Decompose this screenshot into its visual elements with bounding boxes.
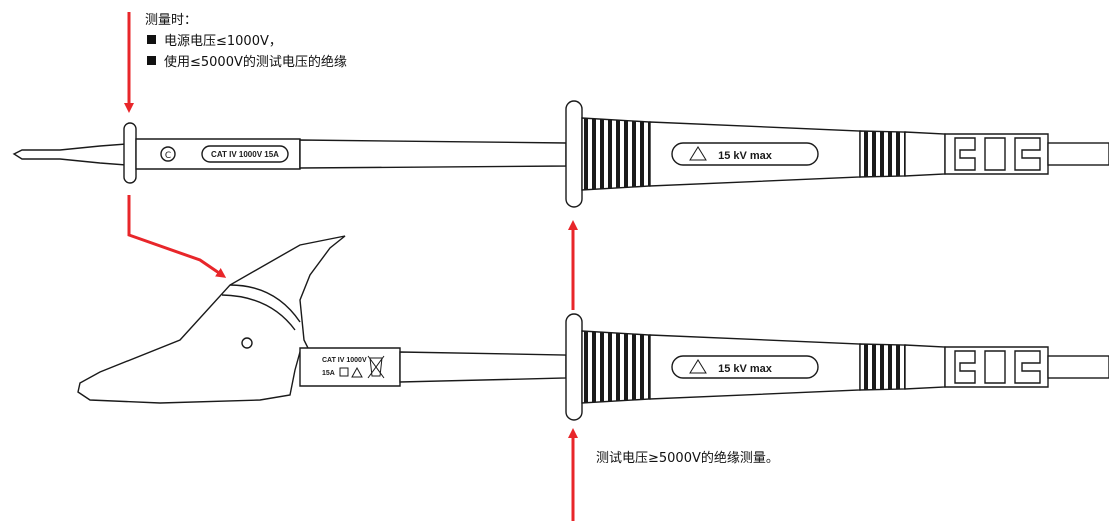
tip-output-cable	[1047, 142, 1109, 166]
clip-handle-grip	[581, 330, 651, 404]
double-insulation-icon	[339, 367, 349, 377]
brand-logo-icon	[160, 146, 176, 162]
tip-handle-tail	[904, 131, 946, 177]
clip-output-cable	[1047, 355, 1109, 379]
tip-probe-cable	[299, 139, 567, 169]
tip-handle-grip	[581, 117, 651, 191]
clip-probe-cable	[399, 351, 567, 383]
top-note-heading: 测量时：	[145, 13, 198, 28]
clip-hv-warning-icon	[689, 359, 707, 374]
clip-kv-label: 15 kV max	[718, 363, 773, 375]
tip-handle-rear-grip	[859, 130, 906, 178]
tip-handle-guard	[565, 100, 583, 208]
tip-finger-guard	[123, 122, 137, 184]
bullet-icon	[147, 56, 156, 65]
top-note: 测量时： 电源电压≤1000V， 使用≤5000V的测试电压的绝缘	[145, 10, 347, 73]
tip-rating-badge	[201, 145, 289, 163]
bottom-note: 测试电压≥5000V的绝缘测量。	[596, 451, 779, 466]
bullet-icon	[147, 35, 156, 44]
clip-handle-guard	[565, 313, 583, 421]
weee-icon	[367, 355, 385, 379]
tip-rating-label: CAT IV 1000V 15A	[211, 150, 279, 159]
clip-kv-badge	[671, 355, 819, 379]
probe-tip	[12, 143, 127, 166]
clip-pivot-hole	[241, 337, 253, 349]
clip-handle-tail	[904, 344, 946, 390]
tip-hv-warning-icon	[689, 146, 707, 161]
top-note-item: 电源电压≤1000V，	[145, 31, 347, 52]
tip-kv-badge	[671, 142, 819, 166]
clip-rating-line1: CAT IV 1000V	[322, 357, 367, 364]
top-note-item: 使用≤5000V的测试电压的绝缘	[145, 52, 347, 73]
tip-kv-label: 15 kV max	[718, 150, 773, 162]
svg-text:C: C	[165, 151, 171, 161]
clip-handle-rear-grip	[859, 343, 906, 391]
clip-probe-body	[299, 347, 401, 387]
clip-rating-line2: 15A	[322, 370, 335, 377]
clip-probe: CAT IV 1000V 15A 15 kV max	[77, 235, 1109, 421]
tip-probe: C CAT IV 1000V 15A 15 kV max	[12, 100, 1109, 208]
arrow-to-clip	[127, 195, 227, 278]
clip-warning-icon	[351, 366, 363, 378]
